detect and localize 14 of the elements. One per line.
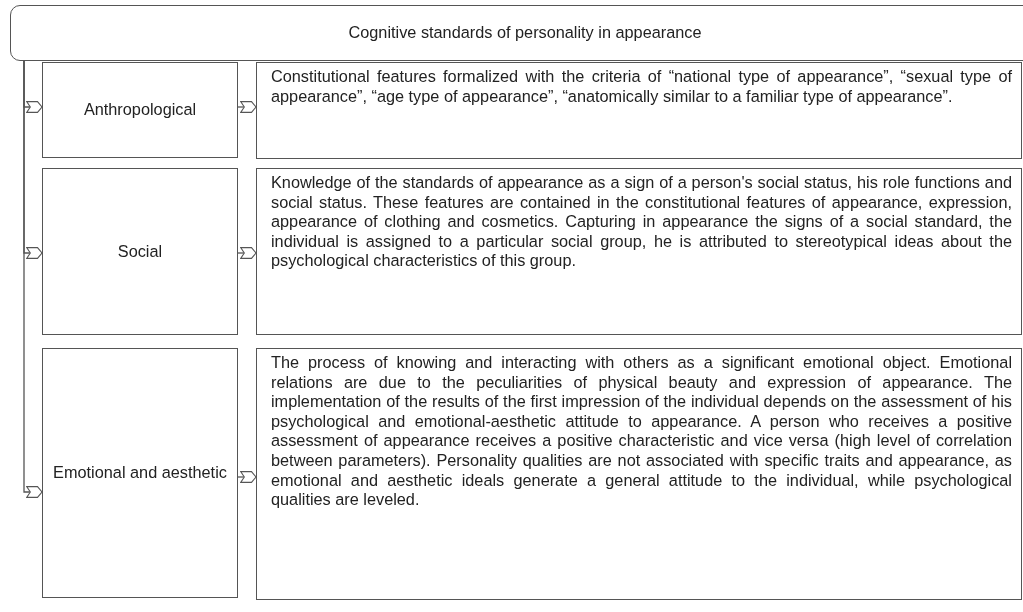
description-box (256, 62, 1022, 159)
description-text: Constitutional features formalized with the criteria of “national type of appearance”, “sexual type of appearance”, “age type of appearance”, “anatomically similar to a familiar type of appearance”. (271, 67, 1012, 107)
category-label: Emotional and aesthetic (52, 463, 228, 483)
category-box (42, 62, 238, 158)
title-text: Cognitive standards of personality in appearance (348, 23, 702, 43)
category-box (42, 348, 238, 598)
description-text: Knowledge of the standards of appearance as a sign of a person's social status, his role functions and social status. These features are contained in the constitutional features of appearance, expression, appearance of clothing and cosmetics. Capturing in appearance the signs of a social standard, the individual is assigned to a particular social group, he is attributed to stereotypical ideas about the psychological characteristics of this group. (271, 173, 1012, 271)
description-box (256, 168, 1022, 335)
category-box (42, 168, 238, 335)
category-label: Anthropological (82, 100, 198, 120)
category-label: Social (116, 241, 164, 262)
description-text: The process of knowing and interacting with others as a significant emotional object. Emotional relations are due to the peculiarities of physical beauty and expression of appearance. The implementation of the results of the first impression of the individual depends on the assessment of his psychological and emotional-aesthetic attitude to appearance. A person who receives a positive assessment of appearance receives a positive characteristic and vice versa (high level of correlation between parameters). Personality qualities are not associated with specific traits and appearance, as emotional and aesthetic ideals generate a general attitude to the individual, while psychological qualities are leveled. (271, 353, 1012, 510)
description-box (256, 348, 1022, 600)
header-box (10, 5, 1023, 61)
